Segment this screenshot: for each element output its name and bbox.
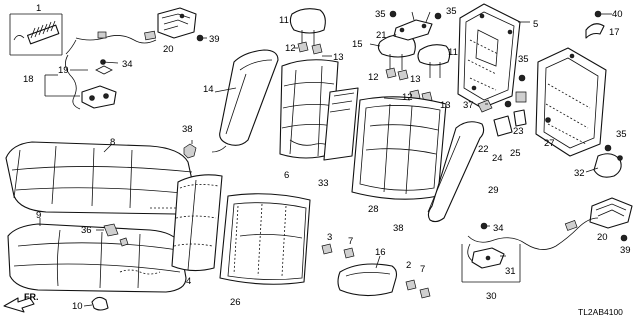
part-3-clip (321, 243, 431, 299)
callout-labels: 1 2 3 4 5 6 7 7 8 9 10 11 11 12 12 12 13… (23, 3, 631, 312)
part-1-clip-kit (9, 13, 63, 56)
callout-39b: 39 (620, 245, 631, 256)
callout-13b: 13 (410, 74, 421, 85)
part-8-seat-cushion-cover (5, 141, 197, 215)
callout-35c: 35 (518, 54, 529, 65)
callout-2: 2 (406, 260, 411, 271)
part-26-seatback-lower (219, 193, 311, 285)
part-21-bracket (389, 10, 442, 41)
callout-24: 24 (492, 153, 503, 164)
part-14-side-bolster-left (211, 49, 279, 153)
callout-34a: 34 (122, 59, 133, 70)
callout-35d: 35 (616, 129, 627, 140)
callout-7a: 7 (348, 236, 353, 247)
callout-18: 18 (23, 74, 34, 85)
callout-26: 26 (230, 297, 241, 308)
callout-17: 17 (609, 27, 620, 38)
part-29-side-bolster-right (427, 121, 485, 223)
callout-9: 9 (36, 210, 41, 221)
front-arrow (3, 297, 35, 313)
part-32-actuator (585, 144, 623, 178)
callout-31: 31 (505, 266, 516, 277)
part-40-bolt (585, 10, 612, 39)
part-31-harness-lower (461, 217, 599, 283)
callout-21: 21 (376, 30, 387, 41)
callout-5: 5 (533, 19, 538, 30)
callout-12c: 12 (402, 92, 413, 103)
callout-39a: 39 (209, 34, 220, 45)
callout-12a: 12 (285, 43, 296, 54)
part-6-seatback-pad (279, 59, 339, 159)
callout-13a: 13 (333, 52, 344, 63)
part-36-clip (96, 223, 129, 247)
diagram-code: TL2AB4100 (578, 307, 623, 317)
callout-8: 8 (110, 137, 115, 148)
callout-3: 3 (327, 232, 332, 243)
part-19-harness (44, 30, 157, 110)
part-38-bolt-left (183, 140, 197, 159)
callout-25: 25 (510, 148, 521, 159)
callout-15: 15 (352, 39, 363, 50)
callout-27: 27 (544, 138, 555, 149)
part-23-hinge-hardware (477, 74, 527, 137)
part-28-seatback-right (351, 96, 447, 200)
callout-40: 40 (612, 9, 623, 20)
callout-22: 22 (478, 144, 489, 155)
callout-38b: 38 (393, 223, 404, 234)
callout-38a: 38 (182, 124, 193, 135)
part-16-armrest (337, 255, 398, 297)
callout-23: 23 (513, 126, 524, 137)
callout-1: 1 (36, 3, 41, 14)
callout-35a: 35 (375, 9, 386, 20)
callout-12b: 12 (368, 72, 379, 83)
part-20-bracket-top (157, 7, 207, 42)
callout-20b: 20 (597, 232, 608, 243)
part-10-hook (83, 296, 109, 311)
callout-34b: 34 (493, 223, 504, 234)
front-label: FR. (24, 292, 39, 302)
part-33-cover (323, 87, 359, 161)
callout-6: 6 (284, 170, 289, 181)
callout-13c: 13 (440, 100, 451, 111)
part-27-seatback-frame-right (535, 47, 607, 157)
callout-33: 33 (318, 178, 329, 189)
callout-7b: 7 (420, 264, 425, 275)
callout-11a: 11 (279, 15, 289, 26)
part-12-guides-centre (294, 41, 332, 57)
part-9-seat-cushion-pad (7, 218, 187, 293)
callout-11b: 11 (448, 47, 458, 58)
callout-16: 16 (375, 247, 386, 258)
callout-19: 19 (58, 65, 69, 76)
callout-4: 4 (186, 276, 191, 287)
callout-14: 14 (203, 84, 214, 95)
callout-32: 32 (574, 168, 585, 179)
part-4-seatback-pad-lower (171, 174, 223, 272)
callout-20a: 20 (163, 44, 174, 55)
part-11-headrest-centre (289, 8, 326, 46)
callout-37: 37 (463, 100, 474, 111)
callout-29: 29 (488, 185, 499, 196)
part-5-seatback-frame (457, 3, 530, 109)
callout-30: 30 (486, 291, 497, 302)
part-15-headrest-right (369, 34, 451, 78)
callout-10: 10 (72, 301, 83, 312)
callout-35b: 35 (446, 6, 457, 17)
part-20-bracket-bottom (589, 197, 633, 242)
callout-36: 36 (81, 225, 92, 236)
callout-28: 28 (368, 204, 379, 215)
